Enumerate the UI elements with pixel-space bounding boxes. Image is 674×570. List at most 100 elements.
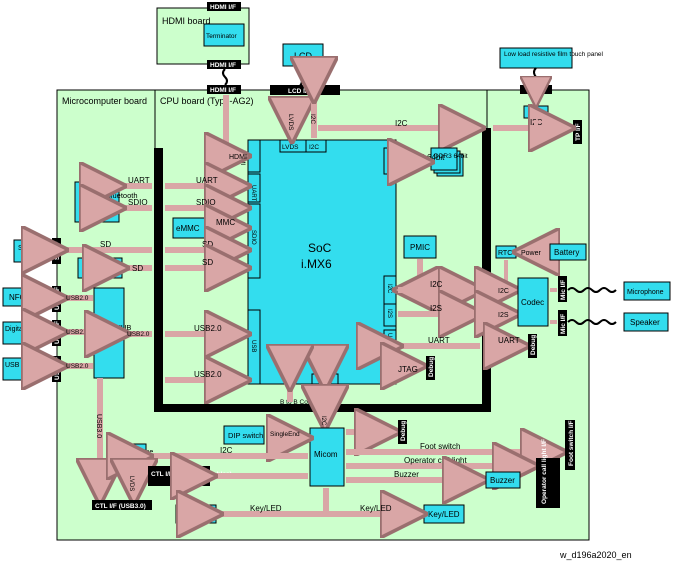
buzzer-line-label: Buzzer [394,470,419,479]
microphone-block [623,281,671,301]
usb-soc1-label: USB2.0 [194,324,222,333]
footswitch-label: Foot switch [420,442,460,451]
mic-if-2 [558,310,567,336]
usb-mem-label: USB2.0 [66,363,89,370]
usb-if-3-label: USB I/F [54,357,61,380]
camera-label: Digital camera [5,326,50,333]
soc-port-ddr-label: DDR [386,154,392,168]
lvds-label: LVDS [287,114,294,131]
soc-port-i2s-right-label: I2S [386,309,392,318]
singleend-label: SingleEnd [270,431,300,438]
soc-port-i2c-bottom-label: I2C [318,377,328,384]
hdmi-if-cpu [207,85,241,94]
debug-if-1-label: Debug [428,357,435,377]
opcall-label: Operator call light [404,456,467,465]
mic-if [558,276,567,302]
i2c-vby-label: I2C [220,446,233,455]
debug-if-3-label: Debug [400,421,407,441]
usb-if-2-label: USB I/F [54,321,61,344]
debug-if-3 [398,420,407,444]
soc-port-i2c-top-label: I2C [309,144,319,151]
hdmi-if-cpu-label: HDMI I/F [210,87,236,94]
codec-block [517,277,549,327]
usb30-label: USB3.0 [95,414,102,438]
keyled-right-label: Key/LED [428,510,460,519]
i2s-codec-label: I2S [430,304,442,313]
soc-port-uart-jtag-label: UART/JTAG [386,333,392,366]
i2c-btob-label: I2C [316,393,322,403]
rtc-label: RTC [498,250,512,257]
wlan-block [74,181,120,223]
sd-micro-label: SD [132,264,143,273]
mmc-label: MMC [216,218,235,227]
debug-if-2-label: Debug [530,335,537,355]
dip-switch-block [223,425,265,445]
i2c-pmic-label: I2C [430,280,443,289]
nfc-label: NFC [9,293,26,302]
speaker-label: Speaker [630,318,660,327]
soc-port-uart-label: UART [250,185,256,202]
tp-if-right [573,120,582,144]
uart-debug-label: UART [428,336,450,345]
micom-label: Micom [314,450,338,459]
cpu-board-label: CPU board (Type-AG2) [160,96,254,106]
sd-soc1-label: SD [202,240,213,249]
mic-if-2-label: Mic I/F [560,314,567,334]
usb-hub-block [93,287,125,379]
ctl-if-usb30 [92,500,152,510]
battery-block [549,243,587,261]
buzzer-block [485,471,521,489]
terminator-block [203,23,245,47]
buzzer-label: Buzzer [490,476,515,485]
sd-card-label: SD card [18,245,43,252]
microphone-label: Microphone [627,289,664,296]
soc-port-hdmi [247,139,261,173]
microcomputer-board-label: Microcomputer board [62,96,147,106]
sdio-wlan-label: SDIO [128,198,148,207]
keyled-left-label: Key/LED [180,510,212,519]
lvds-vby-label: LVDS [128,476,134,491]
tp-if-right-label: TP I/F [575,123,582,141]
arrow-hdmi [226,95,246,156]
hdmi-if-bottom [207,60,241,69]
opcall-if [536,458,560,508]
usb-cam-label: USB2.0 [66,329,89,336]
i2c-lcd-label: I2C [309,114,316,124]
dip-switch-label: DIP switch [228,431,263,440]
i2s-codec2-label: I2S [498,312,509,319]
hdmi-if-top-label: HDMI I/F [210,4,236,11]
sd-card-line-label: SD [100,240,111,249]
uart-wlan-label: UART [128,176,150,185]
pmic-label: PMIC [410,243,430,252]
mic-if-label: Mic I/F [560,280,567,300]
tp-label: Low load resistive film touch panel [504,51,604,58]
speaker-cable [567,319,617,325]
microsd-label: MicroSD [83,266,110,273]
keyled-line-label: Key/LED [250,504,282,513]
lcd-cable [297,65,303,87]
hdmi-board-label: HDMI board [162,16,211,26]
lcd-label: LCD [294,51,313,61]
keyled-line2-label: Key/LED [360,504,392,513]
ctl-if-usb30-label: CTL I/F (USB3.0) [95,503,146,510]
pmic-block [403,235,437,259]
tsc-label: TSC [528,110,542,117]
soc-label-line1: SoC [308,241,332,255]
hdmi-if-top [207,2,241,11]
tp-if-label: TP I/F [527,87,545,94]
lcd-if-label: LCD I/F [288,88,311,95]
battery-label: Battery [554,248,579,257]
opcall-if-label: Operator call light I/F [541,439,548,504]
foot-switch-if-label: Foot switch I/F [568,420,575,466]
sd-soc2-label: SD [202,258,213,267]
foot-switch-if [565,420,575,470]
hdmi-cable [222,68,228,86]
i2c-codec-label: I2C [498,288,509,295]
micom-block [309,427,345,487]
usb-nfc-label: USB2.0 [66,295,89,302]
i2c-micom-up-label: I2C [320,416,326,426]
usb-hub-out-label: USB2.0 [127,331,150,338]
sd-if-label: SD I/F [54,242,61,260]
tp-cable [533,67,539,87]
soc-label-line2: i.MX6 [301,257,332,271]
